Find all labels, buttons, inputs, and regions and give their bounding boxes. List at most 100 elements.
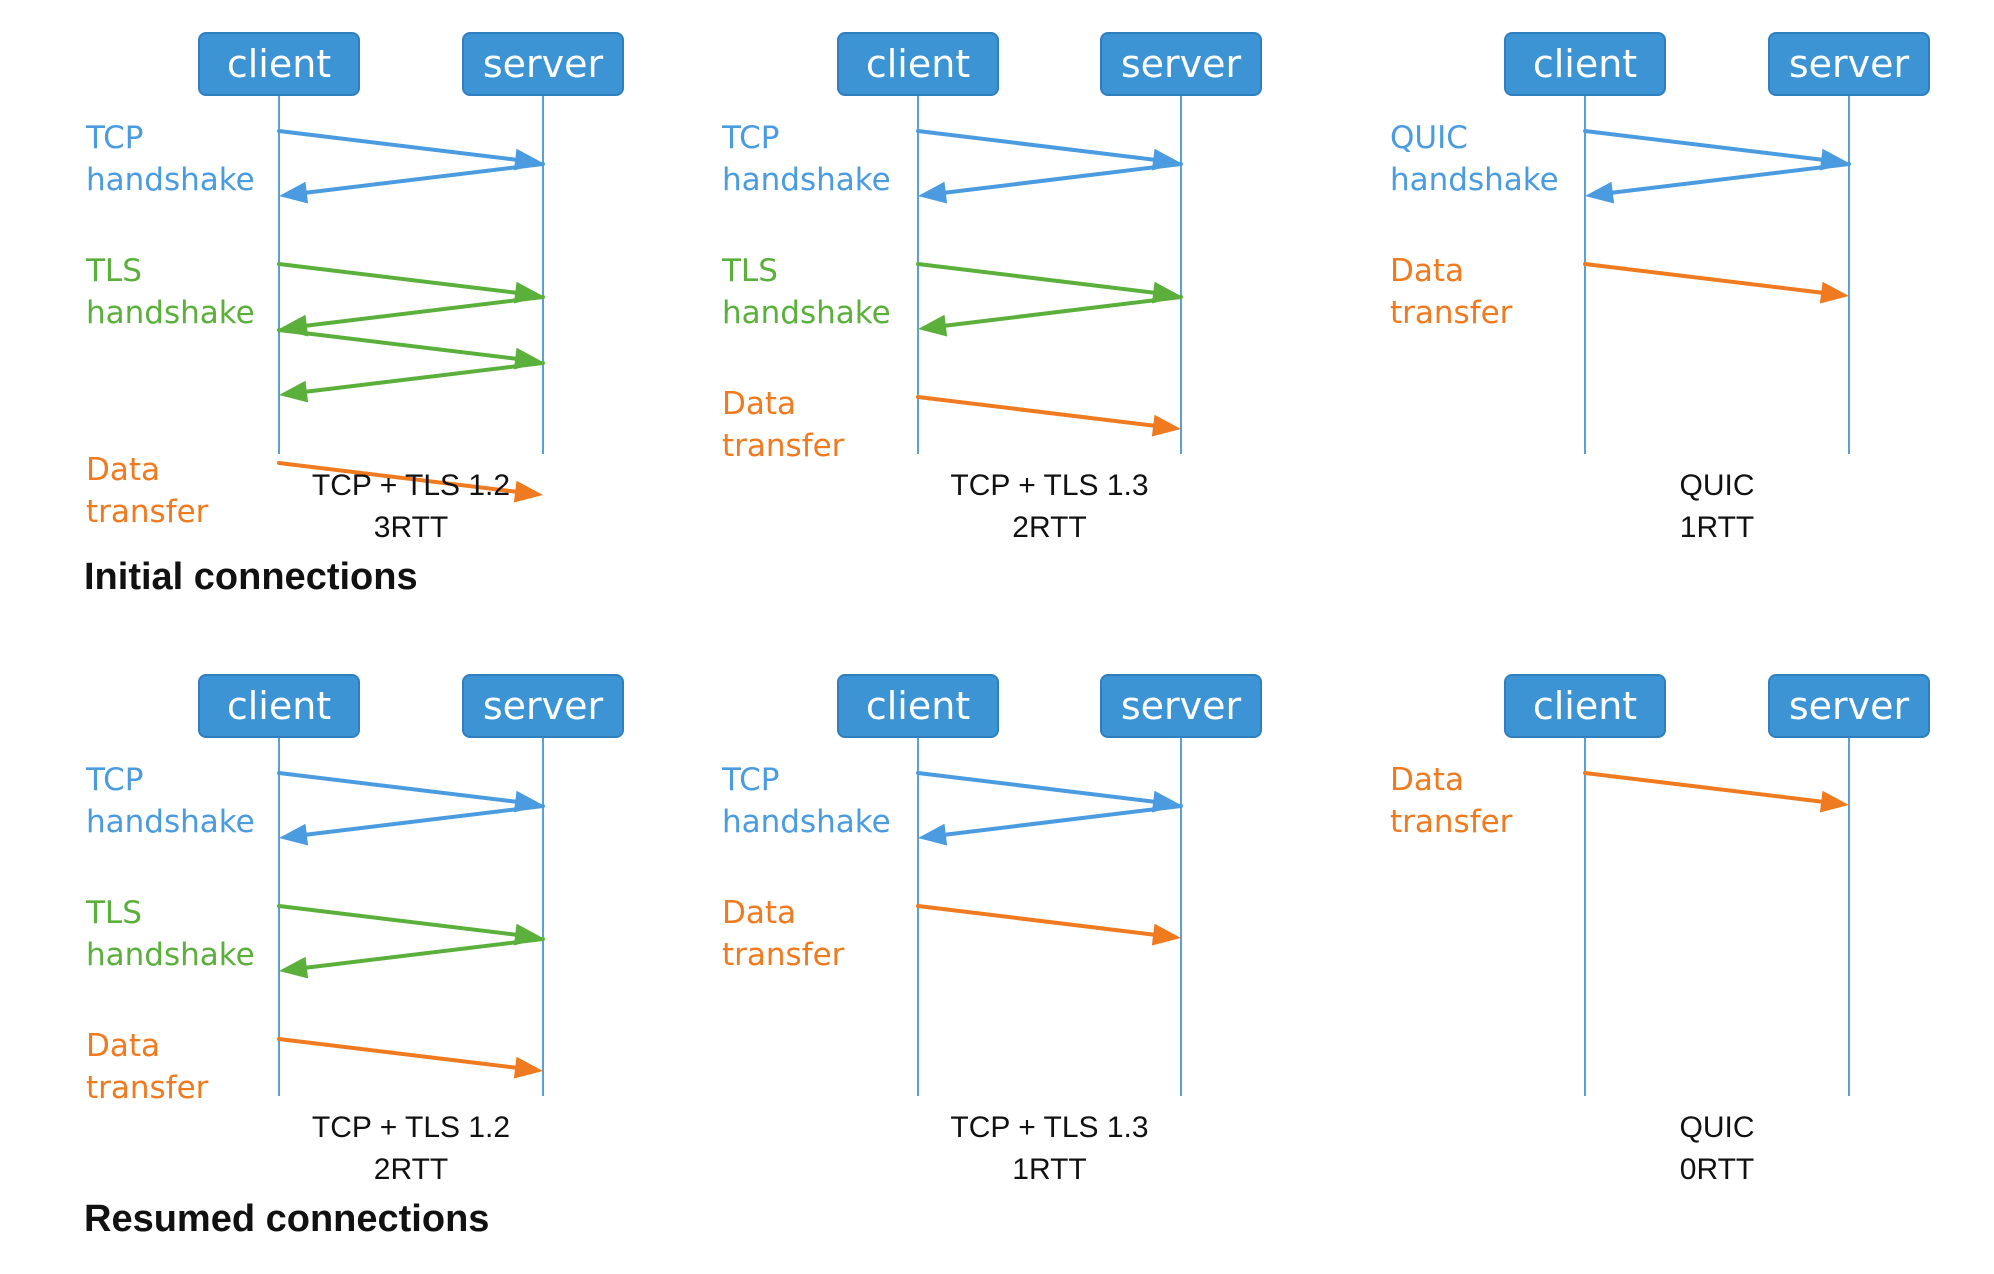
caption-line: QUIC bbox=[1679, 1111, 1755, 1144]
data-arrow bbox=[916, 395, 1181, 437]
step-label-line: TCP bbox=[722, 120, 780, 156]
step-label: TCP handshake bbox=[86, 759, 255, 843]
step-label-line: handshake bbox=[722, 295, 891, 331]
tcp-arrow bbox=[918, 162, 1183, 204]
step-label: TLS handshake bbox=[86, 250, 255, 334]
tcp-arrow bbox=[277, 771, 543, 813]
tls-arrow bbox=[277, 262, 543, 304]
step-label-line: transfer bbox=[1390, 295, 1513, 331]
caption-line: 1RTT bbox=[1679, 511, 1755, 544]
tls-arrow bbox=[918, 295, 1183, 337]
server-box: server bbox=[462, 32, 624, 96]
step-label: Data transfer bbox=[86, 1025, 208, 1109]
step-label: Data transfer bbox=[1390, 759, 1512, 843]
step-label-line: Data bbox=[722, 386, 797, 422]
caption-line: 1RTT bbox=[1012, 1153, 1087, 1186]
step-label-line: QUIC bbox=[1390, 120, 1468, 156]
step-label-line: handshake bbox=[722, 162, 891, 198]
step-label-line: Data bbox=[86, 452, 161, 488]
step-label-line: handshake bbox=[86, 162, 255, 198]
step-label-line: TCP bbox=[86, 120, 144, 156]
step-label-line: Data bbox=[1390, 762, 1465, 798]
client-box: client bbox=[1504, 674, 1666, 738]
step-label-line: Data bbox=[86, 1028, 161, 1064]
server-box: server bbox=[1768, 674, 1930, 738]
panel-caption: QUIC 0RTT bbox=[1567, 1107, 1867, 1191]
tls-arrow bbox=[277, 328, 543, 370]
caption-line: TCP + TLS 1.2 bbox=[311, 469, 511, 502]
caption-line: 2RTT bbox=[373, 1153, 449, 1186]
caption-line: TCP + TLS 1.3 bbox=[950, 469, 1149, 502]
panel-caption: TCP + TLS 1.2 2RTT bbox=[261, 1107, 561, 1191]
step-label: TCP handshake bbox=[722, 117, 891, 201]
step-label: Data transfer bbox=[1390, 250, 1512, 334]
tls-arrow bbox=[277, 904, 543, 946]
step-label: Data transfer bbox=[722, 383, 844, 467]
client-box: client bbox=[198, 674, 360, 738]
quic-arrow bbox=[1585, 162, 1851, 204]
step-label-line: Data bbox=[722, 895, 797, 931]
step-label-line: transfer bbox=[86, 494, 209, 530]
step-label: TCP handshake bbox=[86, 117, 255, 201]
step-label-line: TCP bbox=[86, 762, 144, 798]
tcp-arrow bbox=[279, 804, 545, 846]
step-label-line: TCP bbox=[722, 762, 780, 798]
data-arrow bbox=[916, 904, 1181, 946]
client-box: client bbox=[1504, 32, 1666, 96]
section-title-initial: Initial connections bbox=[84, 556, 418, 598]
step-label: TLS handshake bbox=[722, 250, 891, 334]
tcp-arrow bbox=[918, 804, 1183, 846]
step-label: TLS handshake bbox=[86, 892, 255, 976]
tcp-arrow bbox=[916, 771, 1181, 813]
step-label-line: transfer bbox=[722, 428, 845, 464]
data-arrow bbox=[277, 1037, 543, 1079]
caption-line: QUIC bbox=[1679, 469, 1755, 502]
step-label: QUIC handshake bbox=[1390, 117, 1559, 201]
step-label: Data transfer bbox=[722, 892, 844, 976]
server-box: server bbox=[1768, 32, 1930, 96]
step-label-line: TLS bbox=[86, 253, 142, 289]
step-label-line: handshake bbox=[86, 804, 255, 840]
client-box: client bbox=[837, 674, 999, 738]
panel-caption: TCP + TLS 1.3 1RTT bbox=[900, 1107, 1200, 1191]
tcp-arrow bbox=[279, 162, 545, 204]
tls-arrow bbox=[916, 262, 1181, 304]
tls-arrow bbox=[279, 937, 545, 979]
caption-line: 3RTT bbox=[373, 511, 449, 544]
tcp-arrow bbox=[277, 129, 543, 171]
step-label-line: TLS bbox=[722, 253, 778, 289]
caption-line: 0RTT bbox=[1679, 1153, 1755, 1186]
caption-line: TCP + TLS 1.3 bbox=[950, 1111, 1149, 1144]
tls-arrow bbox=[279, 361, 545, 403]
panel-caption: TCP + TLS 1.2 3RTT bbox=[261, 465, 561, 549]
server-box: server bbox=[1100, 32, 1262, 96]
step-label-line: handshake bbox=[86, 937, 255, 973]
data-arrow bbox=[1583, 262, 1849, 304]
quic-arrow bbox=[1583, 129, 1849, 171]
server-box: server bbox=[462, 674, 624, 738]
panel-caption: QUIC 1RTT bbox=[1567, 465, 1867, 549]
step-label-line: transfer bbox=[722, 937, 845, 973]
data-arrow bbox=[1583, 771, 1849, 813]
caption-line: TCP + TLS 1.2 bbox=[311, 1111, 511, 1144]
panel-caption: TCP + TLS 1.3 2RTT bbox=[900, 465, 1200, 549]
caption-line: 2RTT bbox=[1012, 511, 1087, 544]
step-label-line: TLS bbox=[86, 895, 142, 931]
step-label-line: handshake bbox=[1390, 162, 1559, 198]
data-arrow bbox=[277, 461, 543, 503]
step-label: Data transfer bbox=[86, 449, 208, 533]
step-label-line: Data bbox=[1390, 253, 1465, 289]
step-label-line: handshake bbox=[86, 295, 255, 331]
client-box: client bbox=[837, 32, 999, 96]
step-label-line: transfer bbox=[1390, 804, 1513, 840]
server-box: server bbox=[1100, 674, 1262, 738]
client-box: client bbox=[198, 32, 360, 96]
tls-arrow bbox=[279, 295, 545, 337]
step-label-line: handshake bbox=[722, 804, 891, 840]
step-label-line: transfer bbox=[86, 1070, 209, 1106]
step-label: TCP handshake bbox=[722, 759, 891, 843]
section-title-resumed: Resumed connections bbox=[84, 1198, 490, 1240]
tcp-arrow bbox=[916, 129, 1181, 171]
